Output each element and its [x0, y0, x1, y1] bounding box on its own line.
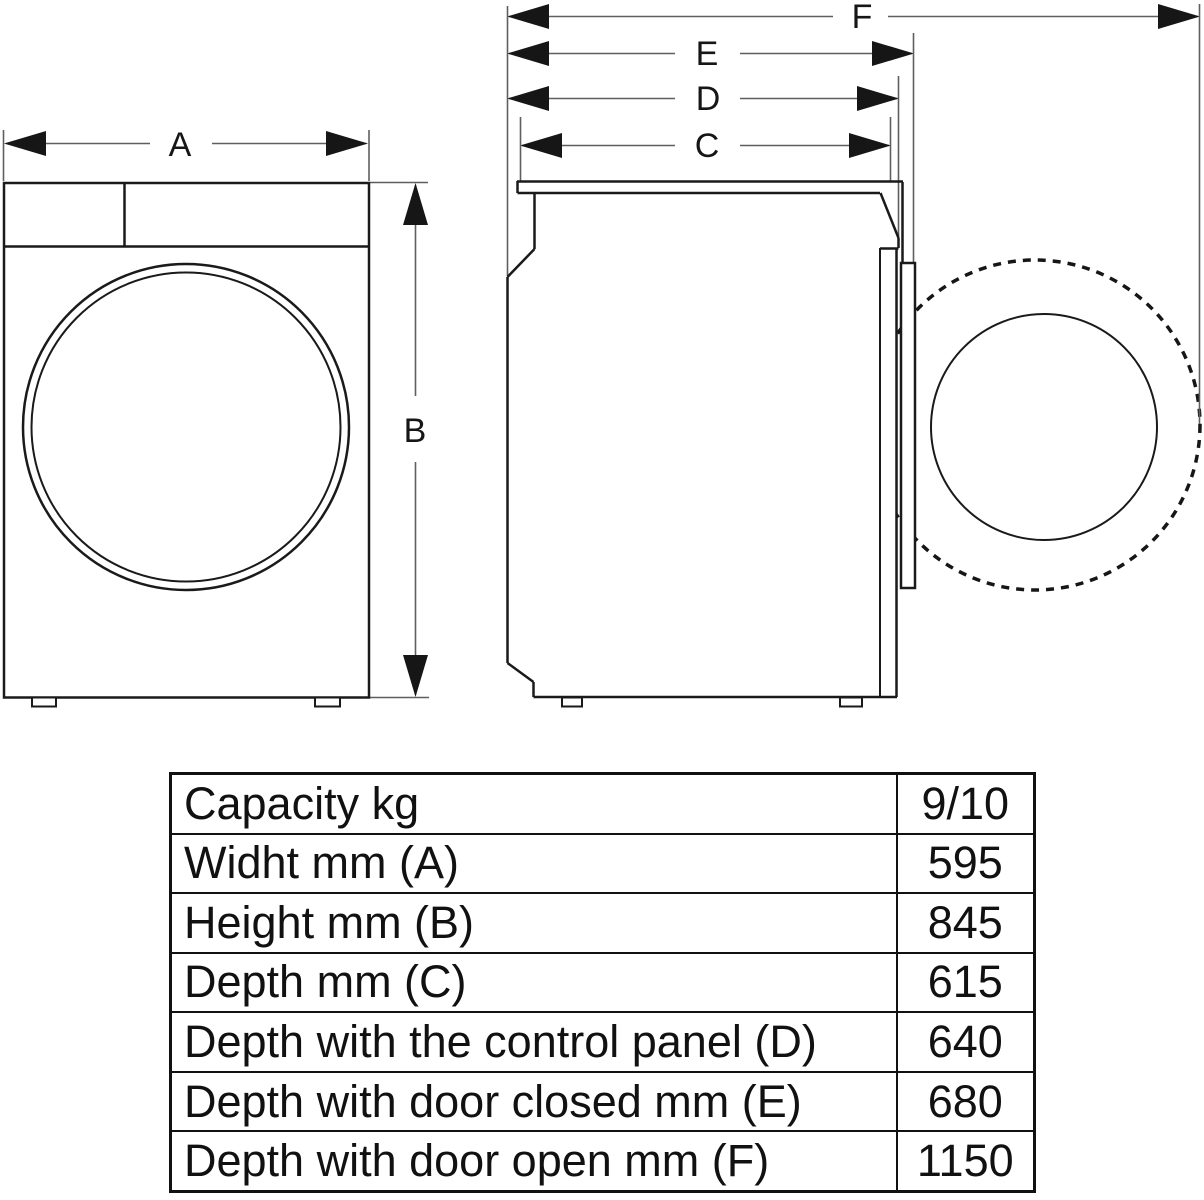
dimension-E: E — [507, 35, 914, 73]
spec-table-grid: Capacity kg 9/10 Widht mm (A) 595 Height… — [169, 772, 1036, 1193]
spec-table: Capacity kg 9/10 Widht mm (A) 595 Height… — [169, 772, 1036, 1193]
spec-label: Depth mm (C) — [169, 951, 898, 1014]
spec-label: Capacity kg — [169, 772, 898, 835]
dimension-label-F: F — [852, 0, 873, 36]
side-view: F E D C — [506, 0, 1202, 708]
spec-value: 640 — [895, 1011, 1036, 1073]
table-row: Depth with the control panel (D) 640 — [169, 1011, 1036, 1073]
spec-value: 1150 — [895, 1130, 1036, 1193]
dimension-C: C — [520, 127, 891, 165]
dimension-label-C: C — [695, 127, 720, 165]
spec-value: 845 — [895, 892, 1036, 954]
spec-value: 595 — [895, 832, 1036, 895]
table-row: Depth with door open mm (F) 1150 — [169, 1130, 1036, 1193]
left-arrowhead-icon — [507, 86, 549, 111]
control-panel-slope — [879, 192, 900, 239]
spec-value: 615 — [895, 951, 1036, 1014]
dimension-label-B: B — [404, 412, 427, 450]
table-row: Depth with door closed mm (E) 680 — [169, 1070, 1036, 1133]
extension-lines — [506, 4, 1201, 424]
right-arrowhead-icon — [849, 133, 891, 158]
right-foot — [839, 696, 863, 708]
left-foot — [31, 696, 57, 708]
dimension-label-A: A — [169, 126, 192, 164]
spec-value: 680 — [895, 1070, 1036, 1133]
door-window-circle — [930, 313, 1158, 541]
spec-label: Depth with door open mm (F) — [169, 1130, 898, 1193]
spec-label: Height mm (B) — [169, 892, 898, 954]
left-arrowhead-icon — [520, 133, 562, 158]
left-arrowhead-icon — [507, 4, 549, 29]
side-body-fill — [534, 193, 897, 697]
door-open-swing-dashed-circle — [868, 258, 1202, 592]
cabinet-outline — [2, 181, 371, 699]
dimension-label-E: E — [696, 35, 719, 73]
up-arrowhead-icon — [403, 183, 428, 225]
left-foot — [561, 696, 583, 708]
right-arrowhead-icon — [857, 86, 899, 111]
spec-label: Depth with the control panel (D) — [169, 1011, 898, 1073]
right-foot — [314, 696, 341, 708]
front-view: A B — [2, 126, 429, 708]
dimension-A: A — [2, 126, 370, 181]
dimension-F: F — [507, 0, 1200, 36]
spec-label: Widht mm (A) — [169, 832, 898, 895]
table-row: Depth mm (C) 615 — [169, 951, 1036, 1014]
door-panel-edge — [899, 261, 917, 590]
right-arrowhead-icon — [326, 131, 368, 156]
side-body — [506, 180, 917, 708]
dimension-D: D — [507, 80, 899, 118]
table-row: Widht mm (A) 595 — [169, 832, 1036, 895]
spec-value: 9/10 — [895, 772, 1036, 835]
table-row: Capacity kg 9/10 — [169, 772, 1036, 835]
back-bevel-top — [506, 248, 536, 278]
back-bevel-bottom — [506, 661, 535, 684]
left-arrowhead-icon — [4, 131, 46, 156]
spec-label: Depth with door closed mm (E) — [169, 1070, 898, 1133]
down-arrowhead-icon — [403, 655, 428, 697]
dimension-label-D: D — [696, 80, 721, 118]
table-row: Height mm (B) 845 — [169, 892, 1036, 954]
dimension-B: B — [367, 181, 429, 699]
right-arrowhead-icon — [1158, 4, 1200, 29]
right-arrowhead-icon — [872, 41, 914, 66]
left-arrowhead-icon — [507, 41, 549, 66]
door-outer-circle — [21, 262, 351, 592]
door-inner-circle — [30, 271, 342, 583]
